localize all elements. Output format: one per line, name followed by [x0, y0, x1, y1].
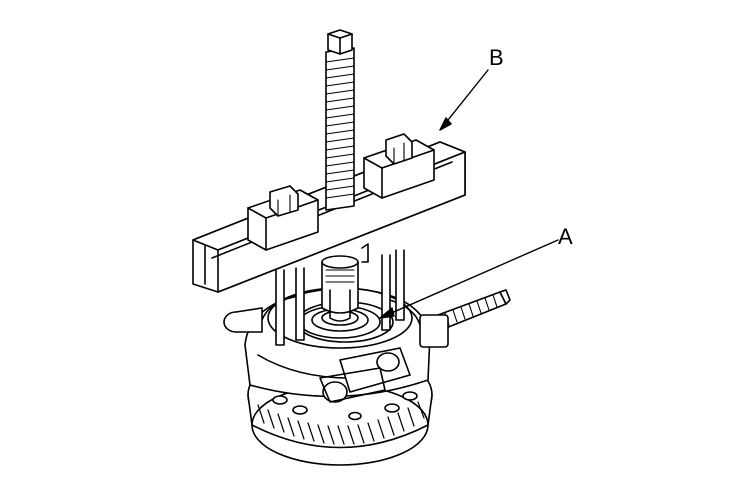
center-adapter	[321, 255, 359, 322]
forcing-screw	[325, 29, 355, 211]
side-bolt-right	[419, 289, 511, 348]
gear-teeth	[257, 401, 425, 445]
side-bolt-left	[223, 307, 263, 333]
callout-b-leader	[439, 69, 489, 131]
callout-label-b: B	[489, 45, 504, 70]
callout-label-a: A	[558, 224, 573, 249]
crossbar-nut-left	[247, 185, 319, 251]
crossbar-nut-right	[363, 133, 435, 199]
lower-clamp	[319, 347, 411, 403]
puller-rods	[275, 243, 405, 346]
callout-a-leader	[379, 239, 559, 319]
